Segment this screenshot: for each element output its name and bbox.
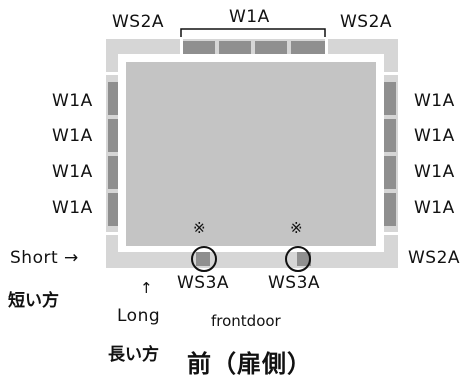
label-w1a-top: W1A [229,7,270,27]
label-left-3: W1A [52,162,93,182]
label-short-jp: 短い方 [8,291,59,311]
label-ws2a-top-left: WS2A [112,12,165,32]
top-panel-1 [183,41,215,54]
right-panel-1 [384,82,396,115]
label-ws3a-right: WS3A [268,273,321,293]
label-short-arrow: Short → [10,248,79,268]
label-right-1: W1A [414,91,455,111]
right-divider-bottom [384,232,398,235]
left-divider-top [106,72,118,75]
left-panel-3 [108,156,118,189]
label-left-4: W1A [52,198,93,218]
top-divider-left [180,39,183,54]
long-arrow: ↑ [140,279,153,297]
front-title: 前（扉側） [187,350,312,378]
reference-mark-right: ※ [290,219,303,237]
top-panel-4 [291,41,325,54]
label-frontdoor: frontdoor [211,312,281,330]
right-panel-2 [384,119,396,152]
label-right-4: W1A [414,198,455,218]
bottom-panel-right [297,252,311,266]
label-long-jp: 長い方 [108,345,159,365]
left-panel-2 [108,119,118,152]
bottom-panel-left [196,252,210,266]
label-ws2a-bottom-right: WS2A [408,248,461,268]
label-ws2a-top-right: WS2A [340,12,393,32]
top-bracket [180,28,326,37]
right-panel-4 [384,193,396,226]
top-divider-right [325,39,328,54]
label-right-2: W1A [414,126,455,146]
highlight-circle-left [191,246,217,272]
top-panel-2 [219,41,251,54]
inner-area [126,62,376,246]
right-divider-top [384,72,398,75]
label-left-1: W1A [52,91,93,111]
left-panel-1 [108,82,118,115]
label-left-2: W1A [52,126,93,146]
reference-mark-left: ※ [193,219,206,237]
top-panel-3 [255,41,287,54]
highlight-circle-right [285,246,311,272]
label-right-3: W1A [414,162,455,182]
label-ws3a-left: WS3A [177,273,230,293]
left-divider-bottom [106,232,118,235]
left-panel-4 [108,193,118,226]
right-panel-3 [384,156,396,189]
label-long: Long [117,306,161,326]
